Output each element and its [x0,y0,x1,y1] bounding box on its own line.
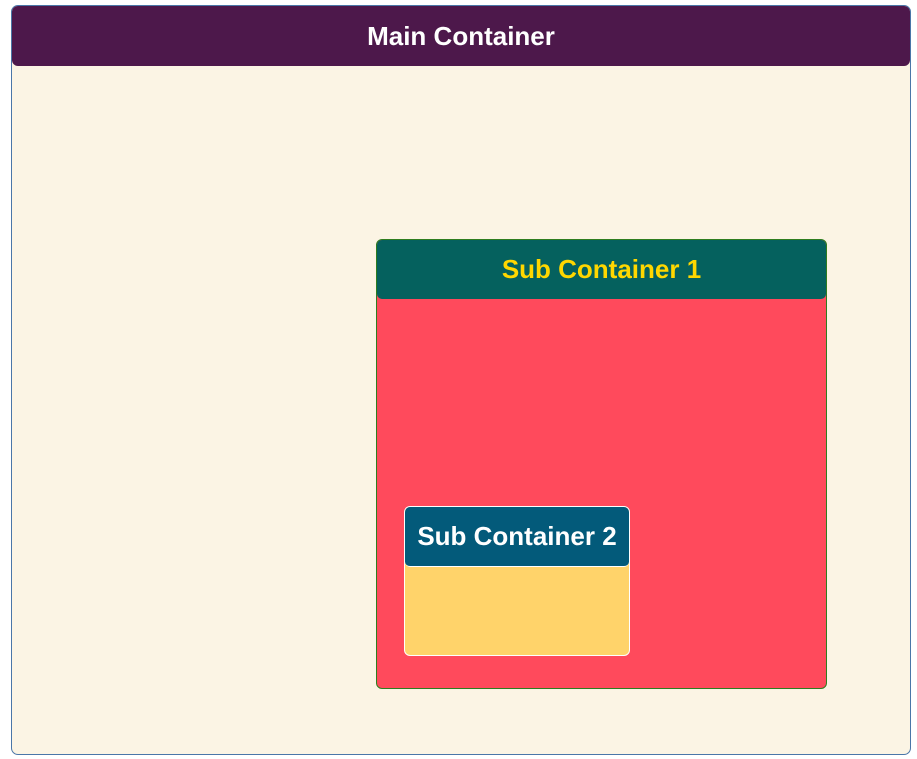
sub-container-2: Sub Container 2 [404,506,630,656]
sub-container-1-title: Sub Container 1 [501,254,702,284]
sub-container-2-title: Sub Container 2 [417,521,617,551]
sub-container-1: Sub Container 1 Sub Container 2 [376,239,827,689]
main-container-title: Main Container [367,20,555,51]
main-container: Main Container Sub Container 1 Sub Conta… [11,5,911,755]
main-container-header: Main Container [12,6,910,66]
sub-container-2-header: Sub Container 2 [405,507,629,567]
sub-container-1-header: Sub Container 1 [377,240,826,299]
